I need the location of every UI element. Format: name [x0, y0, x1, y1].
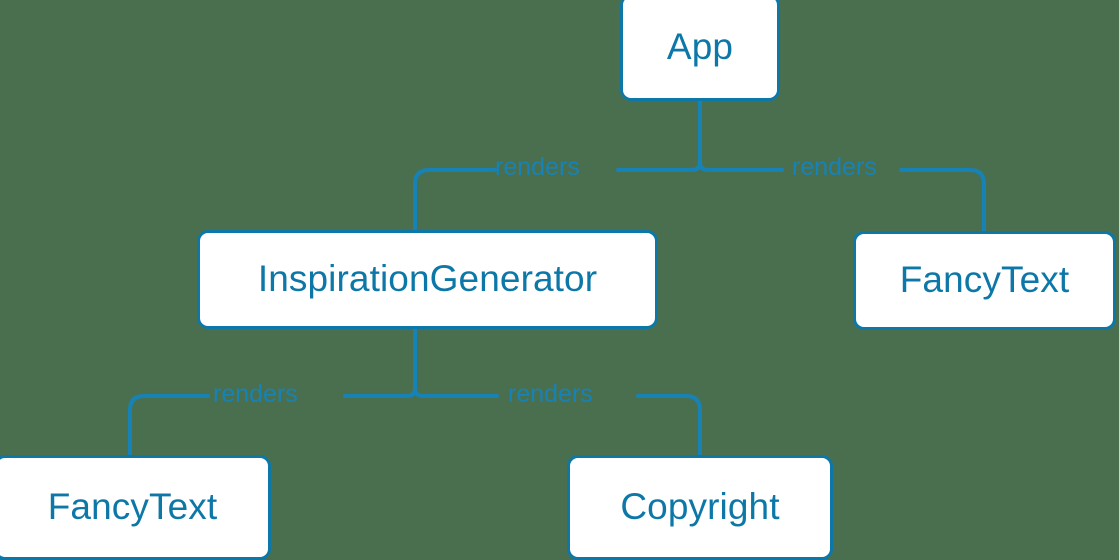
edge-app-stem	[698, 99, 710, 172]
edge-label-inspirationgenerator-to-copyright: renders	[508, 380, 593, 408]
node-inspiration-generator-label: InspirationGenerator	[257, 257, 598, 299]
edge-label-app-to-inspirationgenerator: renders	[495, 153, 580, 181]
node-inspiration-generator[interactable]: InspirationGenerator	[197, 230, 658, 329]
edge-inspirationgenerator-to-copyright-h2	[636, 394, 702, 457]
node-fancytext-right-label: FancyText	[899, 258, 1070, 300]
node-app-label: App	[666, 25, 734, 67]
edge-inspirationgenerator-stem-left	[405, 386, 417, 398]
edge-inspirationgenerator-stem	[413, 327, 425, 398]
node-fancytext-left-label: FancyText	[47, 485, 218, 527]
node-fancytext-left[interactable]: FancyText	[0, 455, 271, 560]
node-copyright[interactable]: Copyright	[567, 455, 833, 560]
node-fancytext-right[interactable]: FancyText	[853, 231, 1116, 330]
edge-label-app-to-fancytext-right: renders	[792, 153, 877, 181]
edge-app-to-fancytext-right-h2	[899, 168, 986, 233]
edge-label-inspirationgenerator-to-fancytext-left: renders	[213, 380, 298, 408]
edge-inspirationgenerator-to-fancytext-left-h2	[128, 394, 210, 457]
node-copyright-label: Copyright	[620, 485, 780, 527]
edge-app-stem-left	[690, 160, 702, 172]
node-app[interactable]: App	[620, 0, 780, 101]
edge-app-to-inspirationgenerator-h2	[413, 168, 497, 232]
